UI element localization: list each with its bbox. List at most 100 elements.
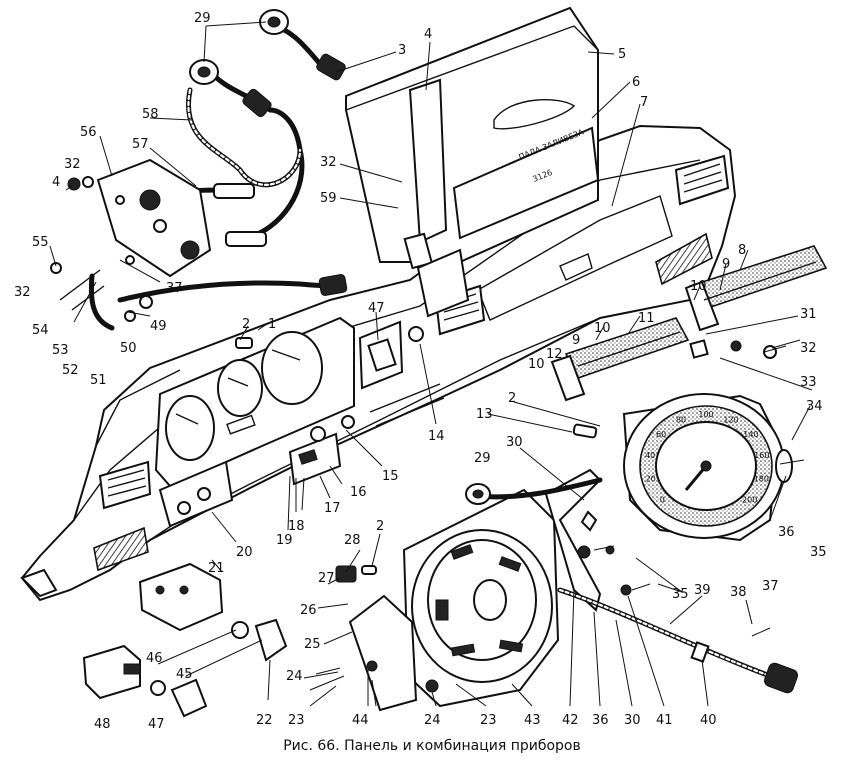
callout-2: 2 [376, 519, 384, 534]
callout-51: 51 [90, 373, 107, 388]
callout-41: 41 [656, 713, 673, 728]
callout-27: 27 [318, 571, 335, 586]
callout-1: 1 [268, 317, 276, 332]
callout-48: 48 [94, 717, 111, 732]
callout-40: 40 [700, 713, 717, 728]
callout-50: 50 [120, 341, 137, 356]
speedometer-scale-label: 180 [754, 475, 769, 484]
speedometer-cable [465, 477, 799, 694]
callout-10: 10 [594, 321, 611, 336]
callout-39: 39 [694, 583, 711, 598]
callout-4: 4 [424, 27, 432, 42]
callout-31: 31 [800, 307, 817, 322]
callout-9: 9 [722, 257, 730, 272]
callout-56: 56 [80, 125, 97, 140]
callout-5: 5 [618, 47, 626, 62]
callout-45: 45 [176, 667, 193, 682]
knob-assembly [82, 644, 208, 718]
switch-assembly [138, 562, 288, 662]
callout-32: 32 [14, 285, 31, 300]
callout-26: 26 [300, 603, 317, 618]
callout-10: 10 [690, 279, 707, 294]
callout-21: 21 [208, 561, 225, 576]
callout-6: 6 [632, 75, 640, 90]
callout-36: 36 [592, 713, 609, 728]
speedometer-scale-label: 200 [742, 495, 757, 504]
callout-14: 14 [428, 429, 445, 444]
callout-30: 30 [506, 435, 523, 450]
callout-7: 7 [640, 95, 648, 110]
side-bracket [348, 594, 439, 712]
callout-32: 32 [800, 341, 817, 356]
callout-25: 25 [304, 637, 321, 652]
speedometer-scale-label: 20 [646, 475, 656, 484]
callout-9: 9 [572, 333, 580, 348]
callout-37: 37 [762, 579, 779, 594]
callout-2: 2 [508, 391, 516, 406]
grommet-top-29 [189, 9, 289, 85]
callout-12: 12 [546, 347, 563, 362]
callout-47: 47 [148, 717, 165, 732]
callout-59: 59 [320, 191, 337, 206]
callout-34: 34 [806, 399, 823, 414]
speedometer-scale-label: 140 [743, 430, 758, 439]
callout-55: 55 [32, 235, 49, 250]
callout-54: 54 [32, 323, 49, 338]
callout-23: 23 [288, 713, 305, 728]
instrument-cluster-housing [402, 488, 560, 708]
callout-52: 52 [62, 363, 79, 378]
callout-32: 32 [64, 157, 81, 172]
fasteners-left [50, 176, 153, 322]
callout-29: 29 [194, 11, 211, 26]
callout-49: 49 [150, 319, 167, 334]
glovebox-housing: ПАЛА ЗАЛИВЕЗА 3126 [345, 6, 600, 318]
callout-35: 35 [810, 545, 827, 560]
callout-42: 42 [562, 713, 579, 728]
speedometer-scale-label: 60 [656, 430, 666, 439]
callout-24: 24 [424, 713, 441, 728]
speedometer-scale-label: 100 [698, 410, 713, 419]
callout-10: 10 [528, 357, 545, 372]
speedometer-scale-label: 120 [723, 415, 738, 424]
callout-16: 16 [350, 485, 367, 500]
callout-47: 47 [368, 301, 385, 316]
warning-lamp-block-lower [550, 317, 690, 402]
callout-18: 18 [288, 519, 305, 534]
mounting-bracket [544, 468, 632, 612]
speedometer-scale-label: 160 [754, 451, 769, 460]
callout-33: 33 [800, 375, 817, 390]
callout-11: 11 [638, 311, 655, 326]
callout-4: 4 [52, 175, 60, 190]
dashboard-panel [20, 124, 737, 602]
warning-lamp-block-upper [684, 245, 828, 332]
lamp-block-fasteners [689, 339, 777, 359]
callout-46: 46 [146, 651, 163, 666]
screws [309, 345, 805, 691]
callout-30: 30 [624, 713, 641, 728]
callout-38: 38 [730, 585, 747, 600]
callout-13: 13 [476, 407, 493, 422]
callout-24: 24 [286, 669, 303, 684]
callout-32: 32 [320, 155, 337, 170]
callout-15: 15 [382, 469, 399, 484]
callout-numbers: 29 3 4 5 6 7 58 56 57 32 4 32 59 55 32 3… [14, 11, 827, 732]
callout-22: 22 [256, 713, 273, 728]
leader-lines [49, 21, 813, 707]
callout-29: 29 [474, 451, 491, 466]
lamp-sockets [235, 337, 598, 583]
callout-43: 43 [524, 713, 541, 728]
instrument-panel-diagram: ПАЛА ЗАЛИВЕЗА 3126 [14, 6, 828, 732]
callout-57: 57 [132, 137, 149, 152]
callout-53: 53 [52, 343, 69, 358]
callout-17: 17 [324, 501, 341, 516]
callout-19: 19 [276, 533, 293, 548]
speedometer-scale-label: 0 [660, 495, 665, 504]
speedometer-scale-label: 40 [645, 451, 655, 460]
callout-3: 3 [398, 43, 406, 58]
callout-2: 2 [242, 317, 250, 332]
connectors-top [213, 53, 348, 296]
callout-44: 44 [352, 713, 369, 728]
callout-8: 8 [738, 243, 746, 258]
